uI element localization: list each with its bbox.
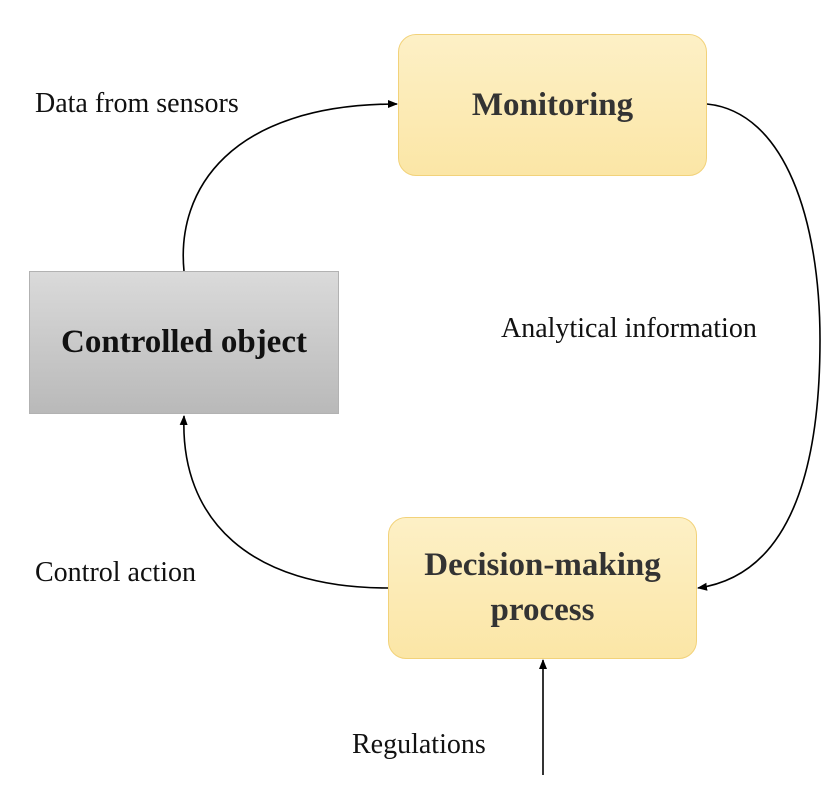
edge-label-regulations: Regulations [352,729,486,760]
node-controlled-label: Controlled object [61,324,307,361]
edge-control-action [179,415,389,589]
edge-data-from-sensors [182,100,398,272]
edge-label-analytical-information: Analytical information [501,313,757,344]
edge-label-data-from-sensors: Data from sensors [35,88,239,119]
edge-analytical-information [697,103,821,591]
node-decision-label-line1: Decision-making [424,547,661,584]
node-decision-making-process: Decision-making process [388,517,697,659]
node-monitoring: Monitoring [398,34,707,176]
edge-label-control-action: Control action [35,557,196,588]
node-controlled-object: Controlled object [29,271,339,414]
node-decision-label-line2: process [490,592,595,628]
node-monitoring-label: Monitoring [471,86,634,123]
node-decision-label: Decision-making process [424,543,661,632]
